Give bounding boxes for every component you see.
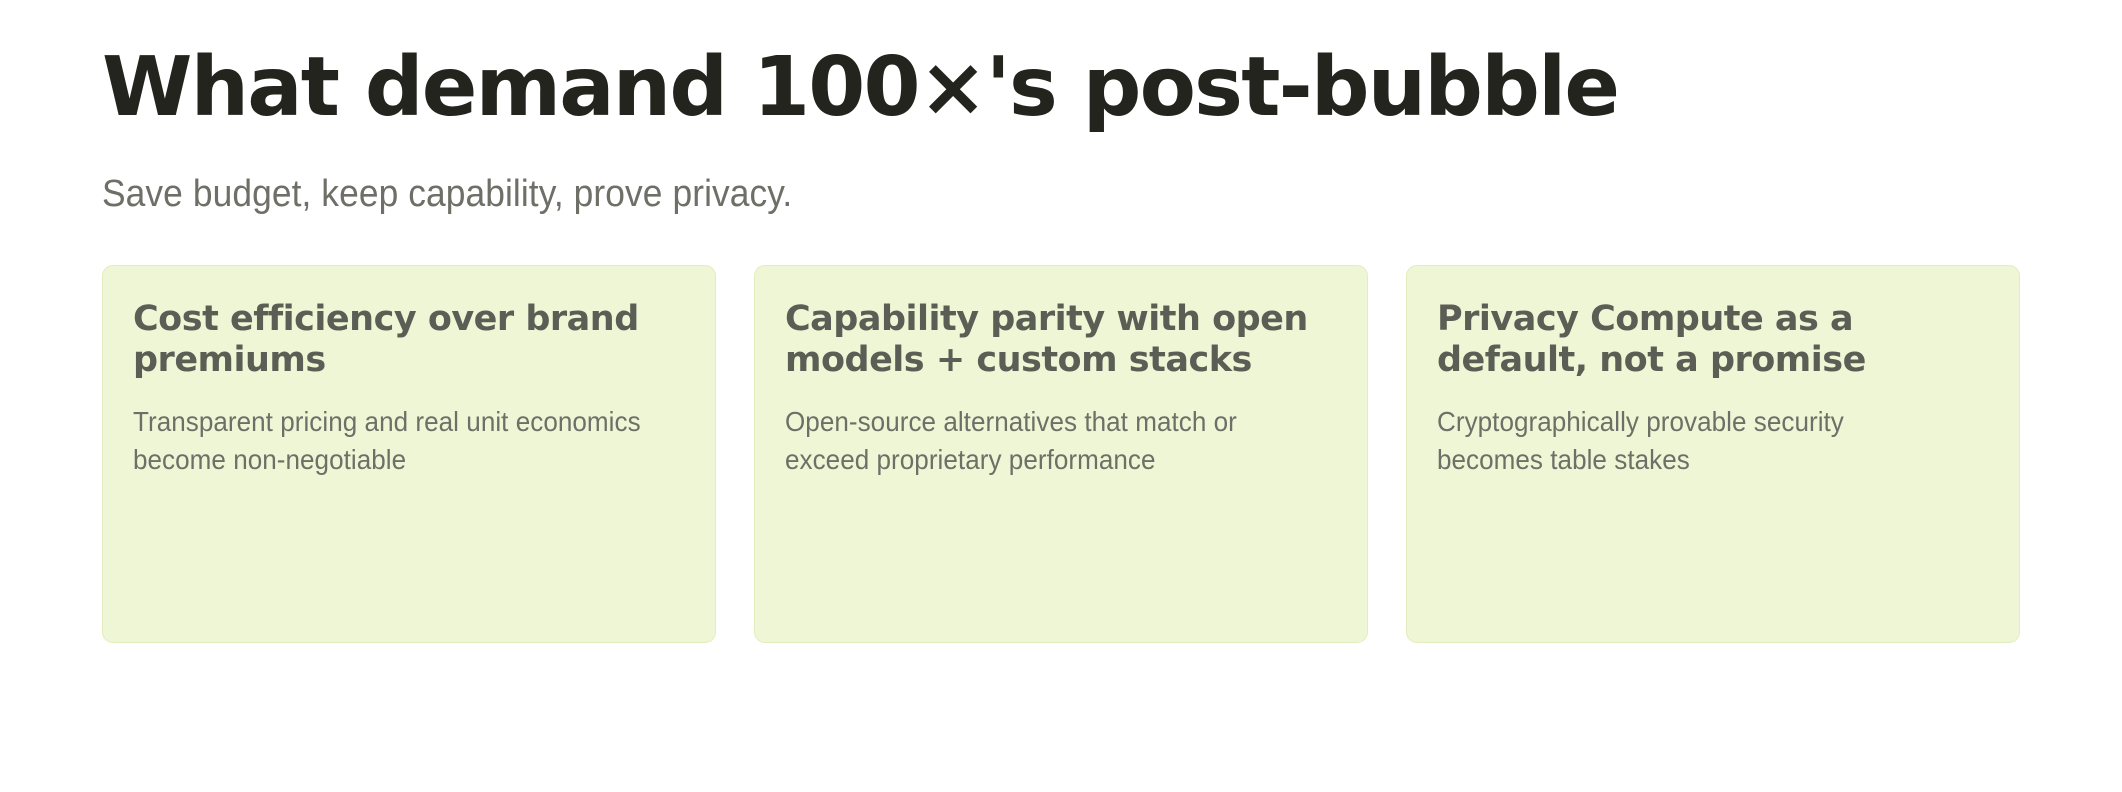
card-capability-parity: Capability parity with open models + cus…	[754, 265, 1368, 644]
card-privacy-compute: Privacy Compute as a default, not a prom…	[1406, 265, 2020, 644]
card-title: Privacy Compute as a default, not a prom…	[1437, 299, 1866, 380]
page-subtitle: Save budget, keep capability, prove priv…	[102, 172, 793, 215]
page-title: What demand 100×'s post-bubble	[102, 40, 1620, 135]
card-body: Cryptographically provable security beco…	[1437, 406, 1844, 476]
card-body: Open-source alternatives that match or e…	[785, 406, 1237, 476]
card-body: Transparent pricing and real unit econom…	[133, 406, 641, 476]
card-title: Capability parity with open models + cus…	[785, 299, 1308, 380]
card-grid: Cost efficiency over brand premiums Tran…	[102, 265, 2020, 644]
card-title: Cost efficiency over brand premiums	[133, 299, 639, 380]
card-cost-efficiency: Cost efficiency over brand premiums Tran…	[102, 265, 716, 644]
